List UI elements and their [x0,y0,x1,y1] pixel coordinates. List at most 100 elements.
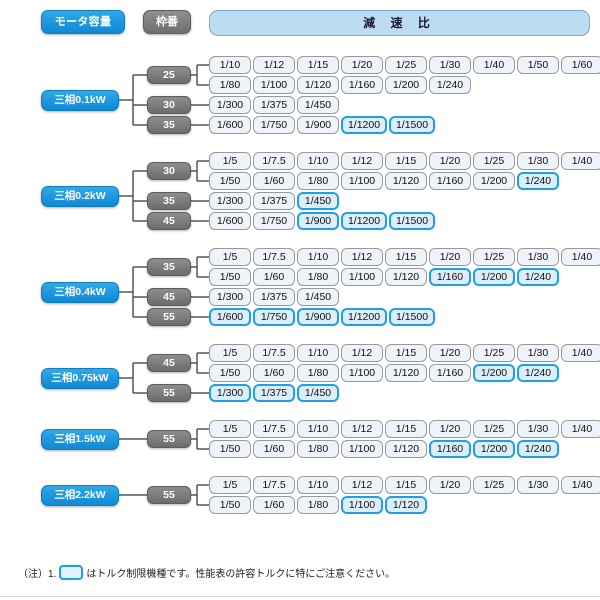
frame-number-box[interactable]: 30 [147,162,191,180]
ratio-chip[interactable]: 1/15 [385,248,427,266]
ratio-chip[interactable]: 1/12 [341,152,383,170]
ratio-chip[interactable]: 1/30 [517,476,559,494]
ratio-chip-highlighted[interactable]: 1/1200 [341,116,387,134]
ratio-chip[interactable]: 1/50 [209,172,251,190]
ratio-chip[interactable]: 1/100 [341,364,383,382]
frame-number-box[interactable]: 55 [147,308,191,326]
ratio-chip[interactable]: 1/600 [209,116,251,134]
ratio-chip[interactable]: 1/120 [385,268,427,286]
ratio-chip[interactable]: 1/7.5 [253,152,295,170]
ratio-chip[interactable]: 1/30 [517,420,559,438]
frame-number-box[interactable]: 55 [147,430,191,448]
frame-number-box[interactable]: 55 [147,384,191,402]
ratio-chip-highlighted[interactable]: 1/450 [297,384,339,402]
motor-capacity-box[interactable]: 三相0.4kW [41,281,119,303]
ratio-chip-highlighted[interactable]: 1/120 [385,496,427,514]
ratio-chip-highlighted[interactable]: 1/1500 [389,116,435,134]
ratio-chip[interactable]: 1/100 [253,76,295,94]
ratio-chip[interactable]: 1/80 [297,364,339,382]
frame-number-box[interactable]: 45 [147,288,191,306]
ratio-chip-highlighted[interactable]: 1/1500 [389,212,435,230]
ratio-chip-highlighted[interactable]: 1/1200 [341,308,387,326]
ratio-chip[interactable]: 1/30 [517,152,559,170]
ratio-chip[interactable]: 1/10 [297,476,339,494]
ratio-chip[interactable]: 1/100 [341,440,383,458]
ratio-chip[interactable]: 1/375 [253,192,295,210]
ratio-chip[interactable]: 1/900 [297,116,339,134]
motor-capacity-box[interactable]: 三相0.75kW [41,367,119,389]
ratio-chip-highlighted[interactable]: 1/240 [517,364,559,382]
frame-number-box[interactable]: 35 [147,116,191,134]
ratio-chip[interactable]: 1/120 [385,364,427,382]
ratio-chip[interactable]: 1/50 [209,496,251,514]
ratio-chip-highlighted[interactable]: 1/900 [297,308,339,326]
ratio-chip[interactable]: 1/450 [297,288,339,306]
ratio-chip[interactable]: 1/40 [561,344,600,362]
ratio-chip[interactable]: 1/375 [253,96,295,114]
ratio-chip[interactable]: 1/80 [297,496,339,514]
ratio-chip-highlighted[interactable]: 1/900 [297,212,339,230]
ratio-chip[interactable]: 1/60 [253,496,295,514]
ratio-chip[interactable]: 1/40 [561,476,600,494]
ratio-chip[interactable]: 1/30 [517,344,559,362]
ratio-chip[interactable]: 1/25 [385,56,427,74]
ratio-chip-highlighted[interactable]: 1/160 [429,440,471,458]
ratio-chip[interactable]: 1/50 [209,268,251,286]
ratio-chip[interactable]: 1/20 [429,248,471,266]
ratio-chip[interactable]: 1/100 [341,172,383,190]
ratio-chip[interactable]: 1/40 [561,420,600,438]
ratio-chip[interactable]: 1/15 [385,152,427,170]
ratio-chip[interactable]: 1/25 [473,152,515,170]
ratio-chip-highlighted[interactable]: 1/600 [209,308,251,326]
ratio-chip[interactable]: 1/40 [473,56,515,74]
ratio-chip-highlighted[interactable]: 1/300 [209,384,251,402]
frame-number-box[interactable]: 45 [147,212,191,230]
ratio-chip[interactable]: 1/200 [385,76,427,94]
ratio-chip-highlighted[interactable]: 1/100 [341,496,383,514]
ratio-chip[interactable]: 1/100 [341,268,383,286]
ratio-chip[interactable]: 1/40 [561,152,600,170]
ratio-chip[interactable]: 1/300 [209,192,251,210]
ratio-chip[interactable]: 1/10 [297,420,339,438]
frame-number-box[interactable]: 35 [147,258,191,276]
ratio-chip[interactable]: 1/160 [429,172,471,190]
ratio-chip[interactable]: 1/20 [429,152,471,170]
frame-number-box[interactable]: 35 [147,192,191,210]
ratio-chip[interactable]: 1/375 [253,288,295,306]
ratio-chip[interactable]: 1/7.5 [253,420,295,438]
ratio-chip-highlighted[interactable]: 1/160 [429,268,471,286]
ratio-chip[interactable]: 1/5 [209,248,251,266]
ratio-chip[interactable]: 1/750 [253,116,295,134]
ratio-chip[interactable]: 1/200 [473,172,515,190]
ratio-chip[interactable]: 1/450 [297,96,339,114]
ratio-chip[interactable]: 1/60 [253,268,295,286]
ratio-chip[interactable]: 1/10 [297,248,339,266]
ratio-chip[interactable]: 1/20 [429,420,471,438]
ratio-chip[interactable]: 1/5 [209,152,251,170]
ratio-chip[interactable]: 1/80 [297,268,339,286]
ratio-chip[interactable]: 1/160 [341,76,383,94]
ratio-chip-highlighted[interactable]: 1/240 [517,172,559,190]
ratio-chip-highlighted[interactable]: 1/200 [473,268,515,286]
motor-capacity-box[interactable]: 三相0.1kW [41,89,119,111]
motor-capacity-box[interactable]: 三相0.2kW [41,185,119,207]
frame-number-box[interactable]: 25 [147,66,191,84]
ratio-chip[interactable]: 1/30 [517,248,559,266]
ratio-chip[interactable]: 1/5 [209,420,251,438]
ratio-chip[interactable]: 1/300 [209,288,251,306]
frame-number-box[interactable]: 45 [147,354,191,372]
ratio-chip[interactable]: 1/60 [561,56,600,74]
ratio-chip[interactable]: 1/25 [473,420,515,438]
ratio-chip[interactable]: 1/120 [385,172,427,190]
frame-number-box[interactable]: 55 [147,486,191,504]
ratio-chip[interactable]: 1/60 [253,172,295,190]
ratio-chip[interactable]: 1/50 [209,364,251,382]
ratio-chip[interactable]: 1/20 [341,56,383,74]
ratio-chip-highlighted[interactable]: 1/375 [253,384,295,402]
ratio-chip[interactable]: 1/5 [209,344,251,362]
ratio-chip[interactable]: 1/12 [341,248,383,266]
motor-capacity-box[interactable]: 三相2.2kW [41,484,119,506]
ratio-chip[interactable]: 1/12 [341,344,383,362]
ratio-chip[interactable]: 1/7.5 [253,476,295,494]
ratio-chip[interactable]: 1/12 [341,476,383,494]
